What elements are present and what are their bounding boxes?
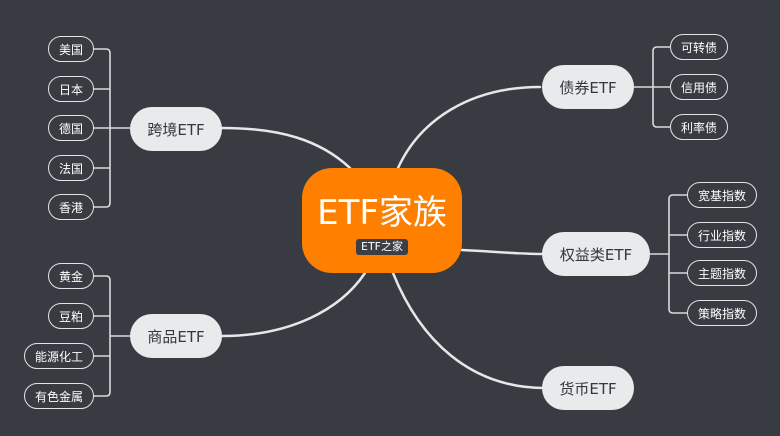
leaf-energy-chemical[interactable]: 能源化工 (24, 343, 94, 369)
root-node[interactable]: ETF家族 ETF之家 (302, 168, 462, 273)
leaf-germany[interactable]: 德国 (48, 115, 94, 141)
branch-equity[interactable]: 权益类ETF (542, 232, 650, 276)
leaf-usa[interactable]: 美国 (48, 36, 94, 62)
leaf-soybean-meal[interactable]: 豆粕 (48, 303, 94, 329)
leaf-gold[interactable]: 黄金 (48, 263, 94, 289)
leaf-theme-index[interactable]: 主题指数 (687, 260, 757, 286)
leaf-industry-index[interactable]: 行业指数 (687, 222, 757, 248)
leaf-nonferrous-metals[interactable]: 有色金属 (24, 383, 94, 409)
leaf-strategy-index[interactable]: 策略指数 (687, 300, 757, 326)
leaf-convertible-bond[interactable]: 可转债 (670, 34, 728, 60)
branch-cross-border[interactable]: 跨境ETF (130, 107, 222, 151)
leaf-broad-index[interactable]: 宽基指数 (687, 182, 757, 208)
leaf-credit-bond[interactable]: 信用债 (670, 74, 728, 100)
leaf-france[interactable]: 法国 (48, 155, 94, 181)
branch-bond[interactable]: 债券ETF (542, 65, 634, 109)
branch-commodity[interactable]: 商品ETF (130, 314, 222, 358)
branch-money[interactable]: 货币ETF (542, 366, 634, 410)
root-tag-label: ETF之家 (356, 238, 408, 255)
leaf-japan[interactable]: 日本 (48, 76, 94, 102)
leaf-rate-bond[interactable]: 利率债 (670, 114, 728, 140)
root-title: ETF家族 (317, 192, 447, 233)
leaf-hongkong[interactable]: 香港 (48, 194, 94, 220)
